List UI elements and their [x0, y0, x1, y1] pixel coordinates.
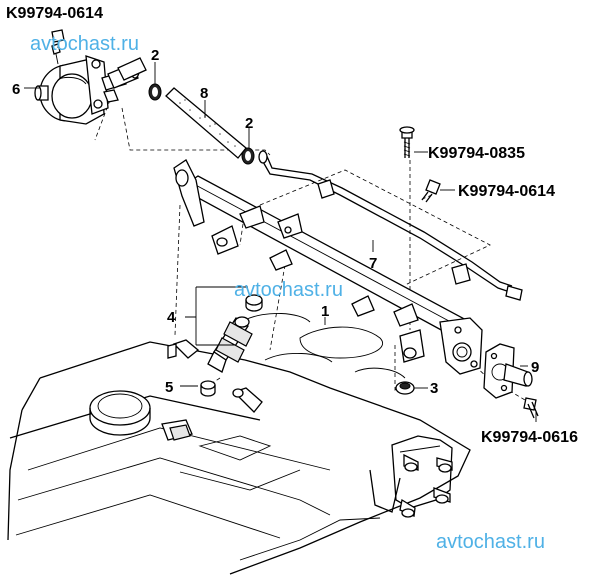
callout-2-lower: 2 [245, 115, 253, 132]
callout-4: 4 [167, 309, 176, 326]
fuel-inlet-flange [483, 343, 533, 399]
fuel-rail [173, 159, 483, 375]
part-code-k99794-0614-top: K99794-0614 [6, 5, 103, 22]
watermarks: avtochast.ru avtochast.ru avtochast.ru [30, 33, 545, 553]
pressure-regulator [34, 43, 140, 125]
callout-5: 5 [165, 379, 173, 396]
callout-numbers: 1 2 2 3 4 5 6 7 8 9 [12, 47, 539, 397]
fuel-return-pipe [117, 57, 523, 301]
injector-insulator [200, 380, 216, 397]
rail-grommet [395, 381, 415, 395]
callout-6: 6 [12, 81, 20, 98]
part-code-k99794-0835: K99794-0835 [428, 145, 525, 162]
part-code-k99794-0614-right: K99794-0614 [458, 183, 555, 200]
vacuum-hose [165, 87, 247, 159]
label-leaders [24, 62, 537, 422]
hose-clamp-lower [241, 147, 255, 165]
callout-2-upper: 2 [151, 47, 159, 64]
callout-3: 3 [430, 380, 438, 397]
callout-1: 1 [321, 303, 329, 320]
part-code-labels: K99794-0614 K99794-0835 K99794-0614 K997… [6, 5, 578, 446]
callout-9: 9 [531, 359, 539, 376]
bolt-k99794-0616 [523, 397, 539, 419]
watermark-top: avtochast.ru [30, 33, 139, 55]
part-code-k99794-0616: K99794-0616 [481, 429, 578, 446]
callout-8: 8 [200, 85, 208, 102]
bolt-k99794-0614-right [421, 179, 441, 203]
bolt-k99794-0614-top [51, 29, 65, 48]
watermark-bottom: avtochast.ru [436, 531, 545, 553]
watermark-middle: avtochast.ru [234, 279, 343, 301]
engine-cylinder-head [7, 312, 471, 575]
callout-7: 7 [369, 255, 377, 272]
elbow-connector [232, 387, 263, 413]
distributor-flange [369, 435, 453, 518]
injector-o-ring [245, 294, 263, 312]
hose-clamp-upper [148, 83, 162, 101]
bolt-k99794-0835 [399, 126, 415, 158]
fuel-injector [167, 316, 253, 373]
